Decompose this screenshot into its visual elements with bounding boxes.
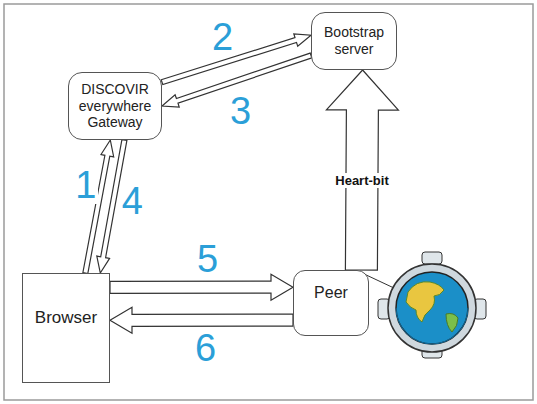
step-number: 6 [193,329,218,367]
step-number: 4 [120,182,145,220]
node-text: Bootstrap server [312,24,396,58]
step-number: 5 [195,240,220,278]
hollow-arrow [326,70,398,270]
gateway-box: DISCOVIR everywhere Gateway [68,72,162,140]
browser-box: Browser [22,273,110,383]
step-number: 3 [228,92,253,130]
edge-label: Heart-bit [333,173,390,188]
peer-box: Peer [293,270,369,336]
step-number: 1 [73,166,98,204]
frame [4,4,533,400]
node-text: Peer [294,283,368,302]
globe [378,252,486,358]
node-text: DISCOVIR everywhere Gateway [69,81,161,131]
hollow-arrow [161,34,311,85]
hollow-arrow [83,140,114,274]
server-box: Bootstrap server [311,12,397,70]
node-text: Browser [23,308,109,328]
step-number: 2 [210,18,235,56]
